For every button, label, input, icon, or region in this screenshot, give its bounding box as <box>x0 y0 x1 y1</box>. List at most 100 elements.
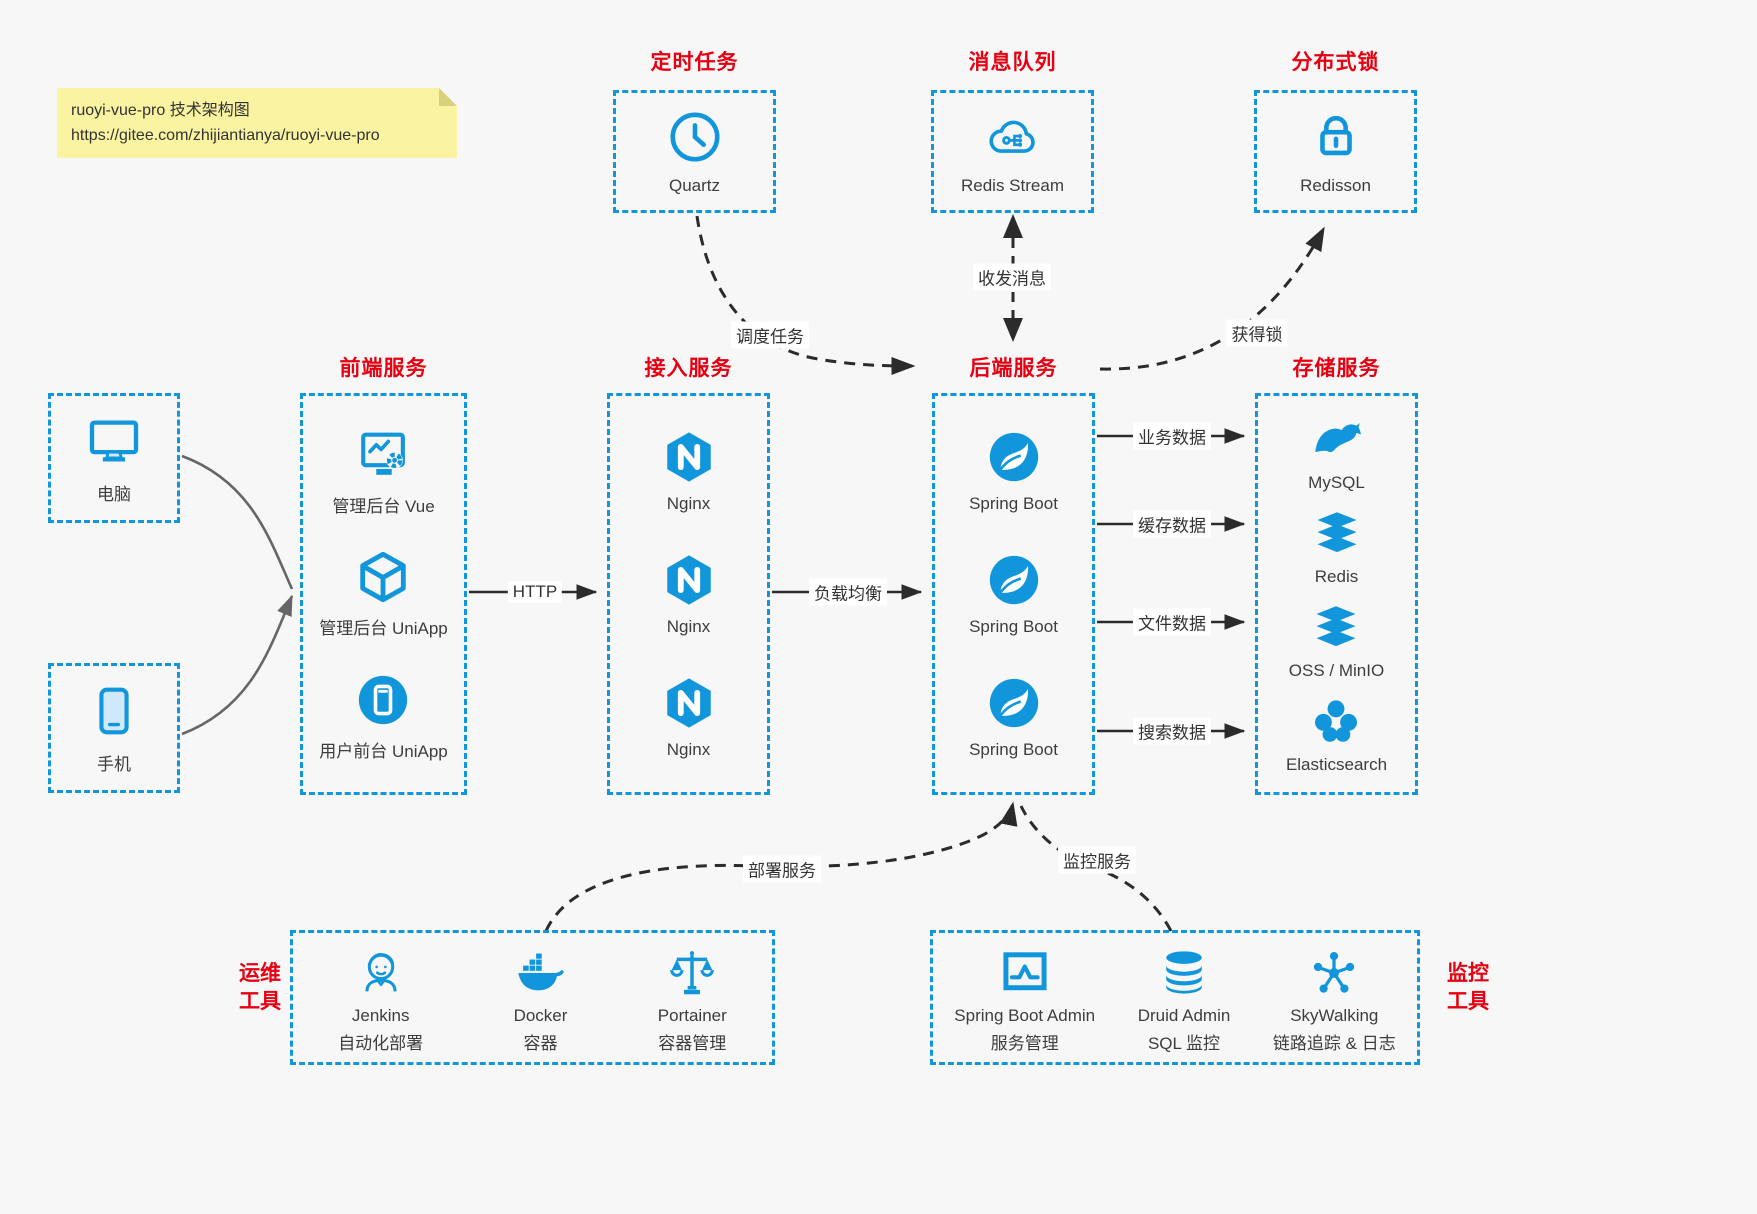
note-url: https://gitee.com/zhijiantianya/ruoyi-vu… <box>71 127 380 144</box>
message-queue-cloud-icon <box>984 108 1042 166</box>
spring-boot-icon <box>985 674 1043 732</box>
backend-item-springboot: Spring Boot <box>969 428 1058 514</box>
ops-title-line1: 运维 <box>239 962 281 985</box>
quartz-label: Quartz <box>668 175 721 195</box>
backend-item-label: Spring Boot <box>969 494 1058 514</box>
ops-item-name: Docker <box>513 1006 568 1025</box>
phone-client-label: 手机 <box>97 754 131 774</box>
frontend-item-admin-uniapp: 管理后台 UniApp <box>319 548 448 639</box>
nginx-icon <box>660 674 718 732</box>
wire-deploy <box>544 801 1018 932</box>
edge-label-monitor: 监控服务 <box>1058 846 1136 874</box>
wire-monitor <box>1019 805 1173 932</box>
ops-item-desc: 容器 <box>523 1034 558 1053</box>
backend-item-label: Spring Boot <box>969 739 1058 759</box>
group-title-scheduled-task: 定时任务 <box>650 51 739 74</box>
wire-message-arrow-up <box>1003 214 1023 238</box>
edge-label-business-data: 业务数据 <box>1133 422 1211 450</box>
lock-icon <box>1307 108 1365 166</box>
storage-item-label: OSS / MinIO <box>1288 661 1385 680</box>
redis-stream-box: Redis Stream <box>931 90 1094 213</box>
column-title-backend: 后端服务 <box>969 357 1058 380</box>
desktop-client-label: 电脑 <box>97 484 131 504</box>
gateway-item-nginx: Nginx <box>660 674 718 760</box>
edge-label-message: 收发消息 <box>973 263 1051 291</box>
column-title-frontend: 前端服务 <box>339 357 428 380</box>
storage-item-mysql: MySQL <box>1308 413 1365 493</box>
ops-item-name: Portainer <box>657 1006 727 1025</box>
ops-item-jenkins: Jenkins 自动化部署 <box>338 947 423 1055</box>
edge-label-http: HTTP <box>507 581 563 603</box>
frontend-item-admin-vue: 管理后台 Vue <box>332 426 435 517</box>
monitor-item-name: SkyWalking <box>1290 1006 1379 1025</box>
smartphone-icon <box>85 682 143 740</box>
spring-boot-admin-icon <box>999 947 1051 999</box>
ops-item-desc: 自动化部署 <box>338 1034 424 1053</box>
wire-schedule-task <box>695 215 916 375</box>
spring-boot-icon <box>985 551 1043 609</box>
monitor-item-name: Druid Admin <box>1137 1006 1231 1025</box>
frontend-column-box: 管理后台 Vue 管理后台 UniApp 用户前台 UniApp <box>300 393 467 795</box>
gateway-item-nginx: Nginx <box>660 551 718 637</box>
ops-tools-box: Jenkins 自动化部署 Docker 容器 Portainer 容器管理 <box>290 930 775 1065</box>
storage-item-elasticsearch: Elasticsearch <box>1286 695 1387 775</box>
ops-item-portainer: Portainer 容器管理 <box>658 947 727 1055</box>
frontend-item-label: 管理后台 UniApp <box>319 619 448 639</box>
monitor-item-desc: 服务管理 <box>990 1034 1059 1053</box>
ops-tools-title: 运维 工具 <box>232 960 288 1016</box>
ops-item-docker: Docker 容器 <box>513 947 568 1055</box>
gateway-item-label: Nginx <box>666 494 711 514</box>
monitoring-title-line1: 监控 <box>1447 962 1489 985</box>
frontend-item-label: 用户前台 UniApp <box>319 742 448 762</box>
uniapp-cube-icon <box>354 548 412 606</box>
storage-column-box: MySQL Redis OSS / MinIO Elasticsearch <box>1255 393 1418 795</box>
monitor-item-druid: Druid Admin SQL 监控 <box>1137 947 1231 1055</box>
column-title-storage: 存储服务 <box>1292 357 1381 380</box>
title-note: ruoyi-vue-pro 技术架构图 https://gitee.com/zh… <box>57 88 457 158</box>
gateway-item-label: Nginx <box>666 739 711 759</box>
edge-label-deploy: 部署服务 <box>743 855 821 883</box>
portainer-icon <box>666 947 718 999</box>
spring-boot-icon <box>985 428 1043 486</box>
ops-item-desc: 容器管理 <box>658 1034 727 1053</box>
storage-item-redis: Redis <box>1311 507 1363 587</box>
gateway-item-label: Nginx <box>666 616 711 636</box>
monitoring-tools-title: 监控 工具 <box>1440 960 1496 1016</box>
user-app-icon <box>354 671 412 729</box>
frontend-item-label: 管理后台 Vue <box>332 496 435 516</box>
storage-item-oss-minio: OSS / MinIO <box>1289 601 1384 681</box>
backend-item-springboot: Spring Boot <box>969 551 1058 637</box>
monitoring-title-line2: 工具 <box>1447 990 1489 1013</box>
wire-get-lock <box>1099 226 1326 371</box>
monitor-item-desc: SQL 监控 <box>1147 1034 1221 1053</box>
monitor-item-skywalking: SkyWalking 链路追踪 & 日志 <box>1273 947 1396 1055</box>
skywalking-icon <box>1308 947 1360 999</box>
storage-item-label: Redis <box>1314 567 1359 586</box>
mysql-dolphin-icon <box>1311 413 1363 465</box>
desktop-client-box: 电脑 <box>48 393 180 523</box>
clock-icon <box>666 108 724 166</box>
monitor-item-desc: 链路追踪 & 日志 <box>1272 1034 1396 1053</box>
oss-stack-icon <box>1310 601 1362 653</box>
edge-label-search-data: 搜索数据 <box>1133 717 1211 745</box>
admin-vue-icon <box>355 426 413 484</box>
redis-stack-icon <box>1311 507 1363 559</box>
nginx-icon <box>660 428 718 486</box>
gateway-item-nginx: Nginx <box>660 428 718 514</box>
monitoring-tools-box: Spring Boot Admin 服务管理 Druid Admin SQL 监… <box>930 930 1420 1065</box>
group-title-distributed-lock: 分布式锁 <box>1291 51 1380 74</box>
group-title-message-queue: 消息队列 <box>968 51 1057 74</box>
edge-label-load-balance: 负载均衡 <box>809 578 887 606</box>
phone-client-box: 手机 <box>48 663 180 793</box>
edge-label-lock: 获得锁 <box>1226 319 1288 347</box>
elasticsearch-icon <box>1310 695 1362 747</box>
gateway-column-box: Nginx Nginx Nginx <box>607 393 770 795</box>
backend-column-box: Spring Boot Spring Boot Spring Boot <box>932 393 1095 795</box>
wire-phone-to-frontend <box>181 594 294 736</box>
redisson-box: Redisson <box>1254 90 1417 213</box>
monitor-item-spring-boot-admin: Spring Boot Admin 服务管理 <box>954 947 1095 1055</box>
monitor-item-name: Spring Boot Admin <box>954 1006 1096 1025</box>
edge-label-schedule: 调度任务 <box>731 321 809 349</box>
